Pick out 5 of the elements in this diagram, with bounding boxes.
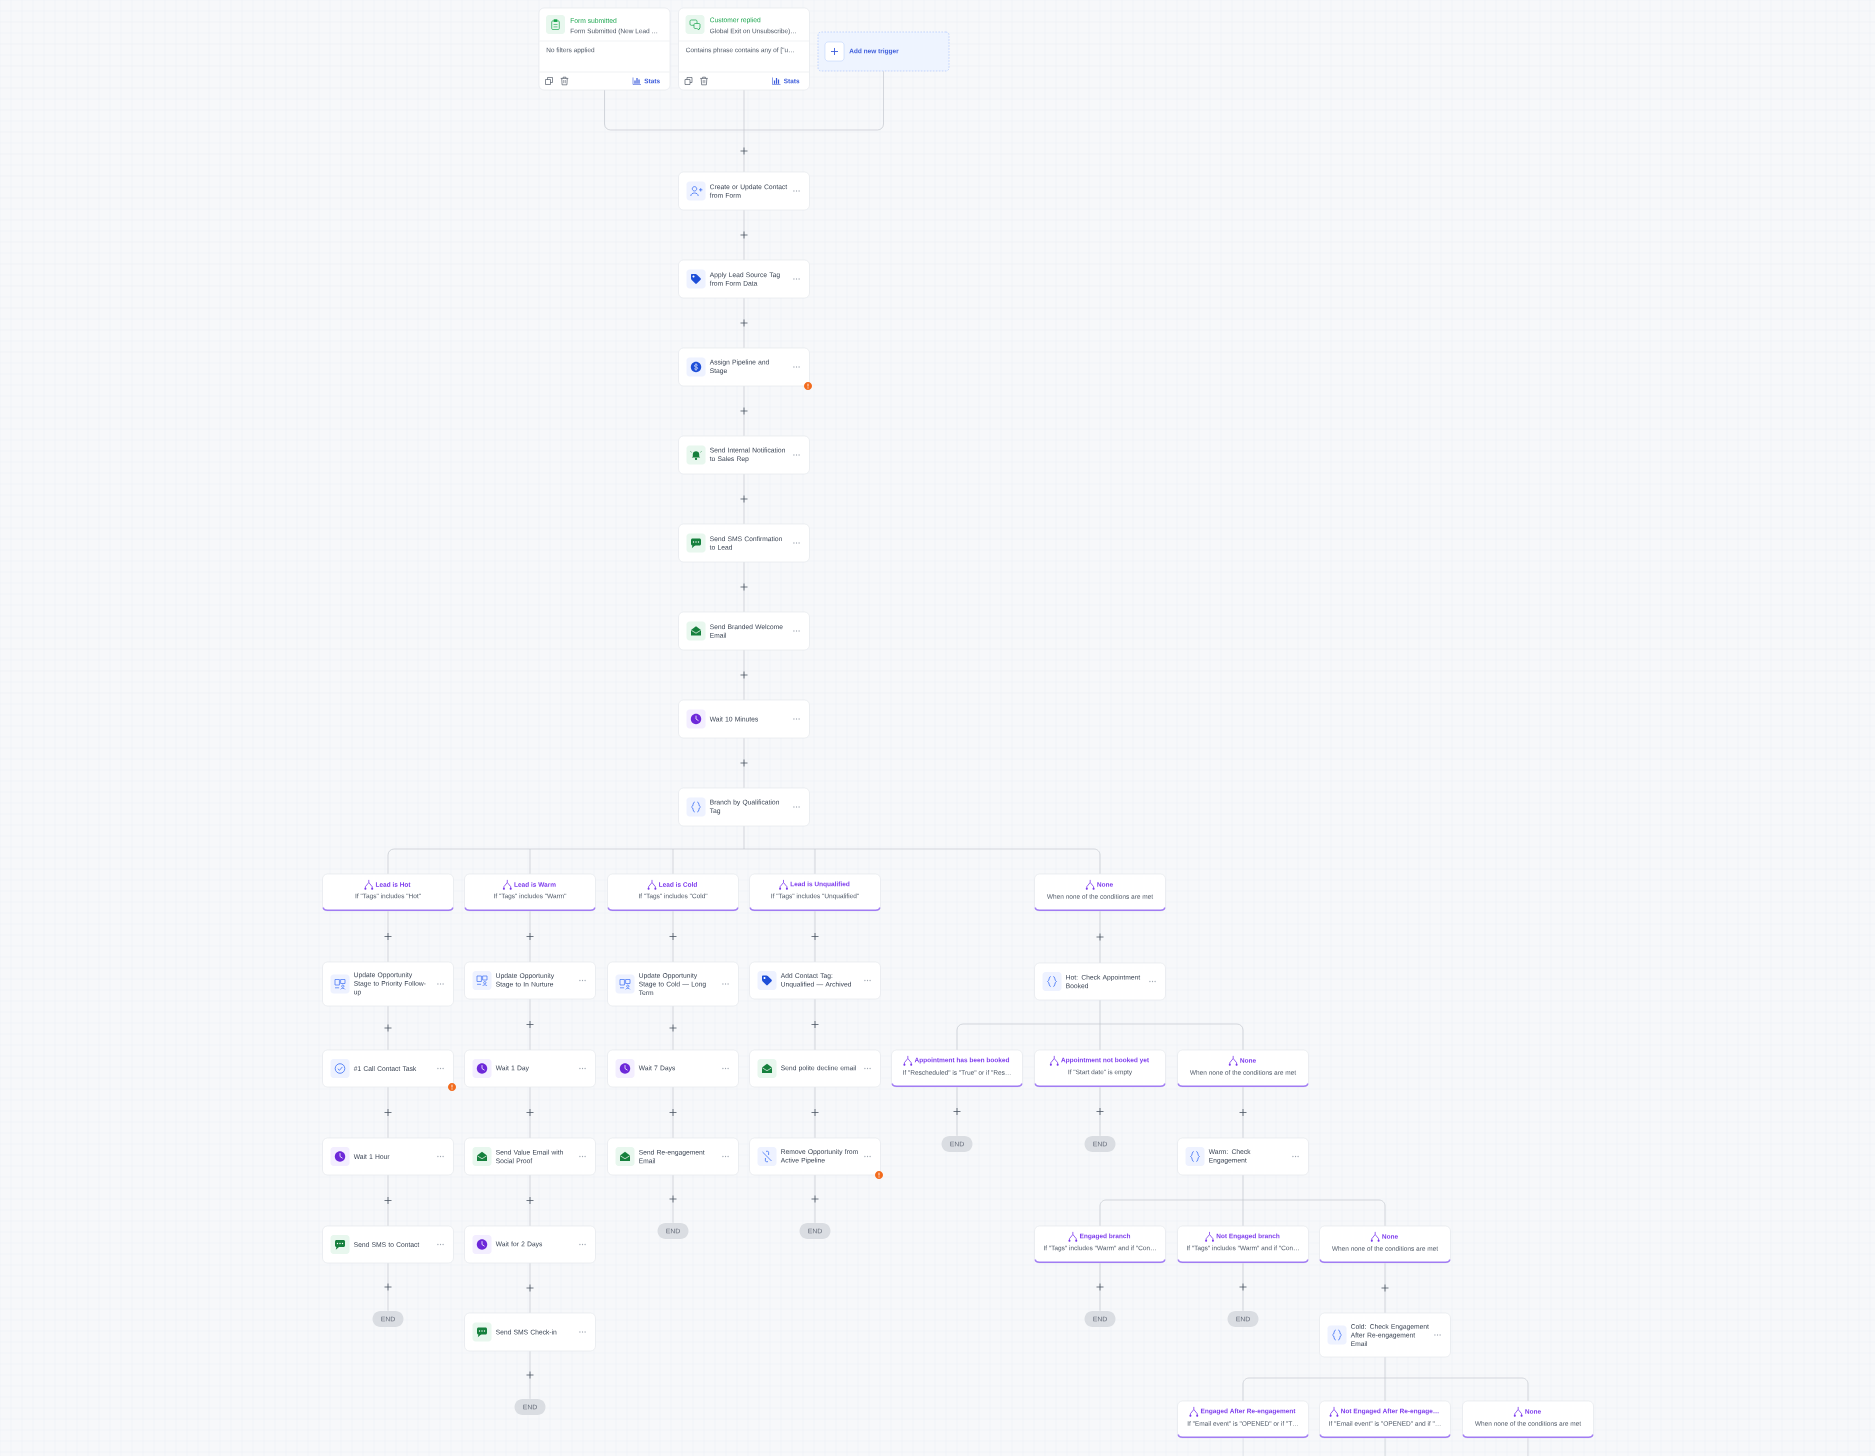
connector bbox=[883, 70, 884, 125]
connector bbox=[1099, 1174, 1386, 1207]
connector bbox=[956, 999, 1244, 1031]
connector bbox=[1242, 1356, 1529, 1385]
connector bbox=[387, 825, 1101, 856]
